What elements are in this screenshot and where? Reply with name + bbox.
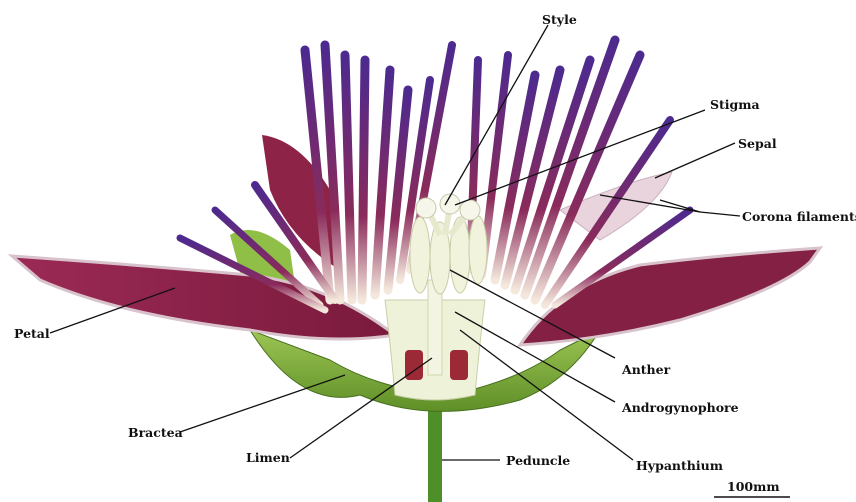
label-sepal: Sepal (738, 136, 777, 151)
scale-bar-label: 100mm (727, 479, 780, 494)
label-androgynophore: Androgynophore (621, 400, 739, 415)
label-bractea: Bractea (128, 425, 183, 440)
label-style: Style (542, 12, 577, 27)
label-peduncle: Peduncle (506, 453, 570, 468)
label-corona-filaments: Corona filaments (742, 209, 856, 224)
peduncle-stalk (428, 405, 442, 502)
label-limen: Limen (246, 450, 290, 465)
label-petal: Petal (14, 326, 50, 341)
limen-mark-right (450, 350, 468, 380)
label-hypanthium: Hypanthium (636, 458, 723, 473)
label-stigma: Stigma (710, 97, 760, 112)
label-anther: Anther (621, 362, 671, 377)
